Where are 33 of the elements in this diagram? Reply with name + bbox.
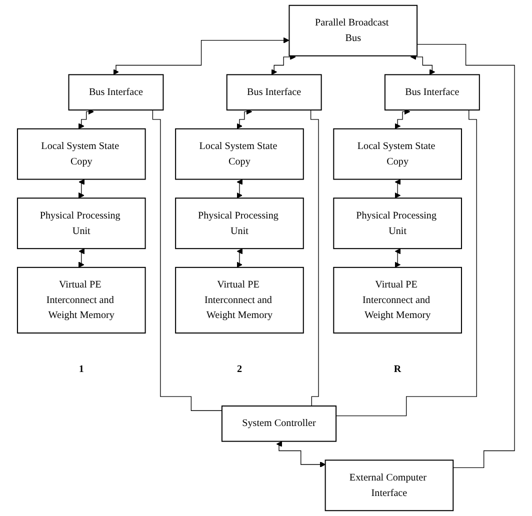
arrow [236,248,242,268]
arrow [394,179,401,198]
connector [336,110,477,416]
node-box: Bus Interface [68,74,164,110]
arrow [236,108,252,130]
node-box: Physical Processing Unit [16,198,146,250]
node-box: Physical Processing Unit [333,198,462,250]
arrow [113,37,290,75]
node-box: Local System State Copy [175,128,304,180]
node-box: Virtual PE Interconnect and Weight Memory [175,266,304,334]
node-box: Local System State Copy [333,128,462,180]
connector [416,44,515,468]
arrow [394,108,410,130]
arrow [78,248,84,268]
node-box: External Computer Interface [324,460,454,512]
arrow [78,179,84,198]
node-box: Physical Processing Unit [175,198,304,250]
node-box: Virtual PE Interconnect and Weight Memory [333,266,462,334]
arrow [78,108,94,130]
arrow [271,54,296,75]
node-box: Virtual PE Interconnect and Weight Memory [16,266,146,334]
node-box: Local System State Copy [16,128,146,180]
node-box: Parallel Broadcast Bus [288,4,418,56]
node-box: Bus Interface [226,74,322,110]
node-box: Bus Interface [384,74,480,110]
arrow [410,54,436,75]
arrow [394,248,401,268]
node-label: 2 [236,364,242,375]
arrow [276,441,326,468]
arrow [236,179,242,198]
node-label: 1 [78,364,84,375]
node-label: R [394,364,402,375]
node-box: System Controller [221,406,337,442]
